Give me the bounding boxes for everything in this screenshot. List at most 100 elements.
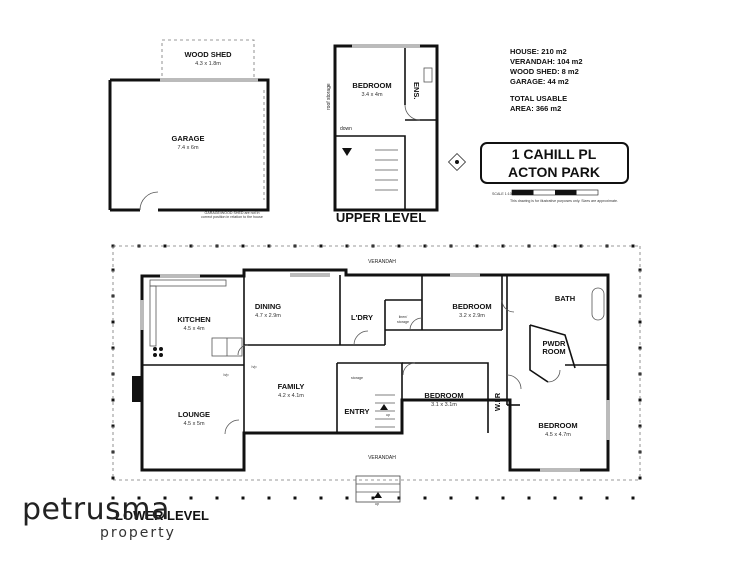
- bedroom-2-name: BEDROOM: [424, 391, 463, 400]
- brand-logo: petrusma: [22, 492, 170, 527]
- verandah-post: [501, 496, 505, 500]
- brand-subtitle: property: [100, 525, 176, 541]
- bedroom-3-dim: 4.5 x 4.7m: [545, 432, 571, 438]
- scale-label: SCALE 1:100: [492, 192, 514, 196]
- lower-level: up: [111, 244, 642, 523]
- verandah-post: [631, 496, 635, 500]
- verandah-post: [163, 244, 167, 248]
- verandah-post: [449, 496, 453, 500]
- garage-name: GARAGE: [172, 134, 205, 143]
- verandah-post: [553, 496, 557, 500]
- hp-label: h/p: [252, 365, 257, 369]
- verandah-posts: [111, 244, 642, 500]
- verandah-post: [527, 496, 531, 500]
- lower-level-title: LOWER LEVEL: [115, 508, 209, 523]
- garage-dim: 7.4 x 6m: [177, 145, 199, 151]
- verandah-post: [579, 496, 583, 500]
- garage-note-1: GARAGE/WOOD SHED are not in: [205, 211, 260, 215]
- cooktop-icon: [153, 347, 163, 357]
- verandah-post: [215, 496, 219, 500]
- verandah-post: [475, 244, 479, 248]
- wood-shed-name: WOOD SHED: [184, 50, 232, 59]
- upper-bedroom-dim: 3.4 x 4m: [361, 92, 383, 98]
- verandah-post: [423, 496, 427, 500]
- bathtub: [591, 287, 605, 321]
- stairs-up-arrow-icon: [380, 404, 388, 410]
- pwdr-name-2: ROOM: [542, 347, 565, 356]
- dining-name: DINING: [255, 302, 281, 311]
- garage-note-2: correct position in relation to the hous…: [201, 215, 263, 219]
- stairs-upper: [375, 149, 398, 191]
- address-line-2: ACTON PARK: [508, 164, 600, 180]
- wood-shed: WOOD SHED 4.3 x 1.8m: [161, 39, 255, 81]
- area-summary: HOUSE: 210 m2 VERANDAH: 104 m2 WOOD SHED…: [510, 47, 583, 113]
- verandah-top-label: VERANDAH: [368, 259, 396, 265]
- scale-bar: SCALE 1:100 This drawing is for illustra…: [492, 189, 618, 203]
- stairs-lower: [375, 394, 395, 428]
- verandah-post: [163, 496, 167, 500]
- area-wood-shed: WOOD SHED: 8 m2: [510, 67, 579, 76]
- linen-label-1: linen/: [399, 315, 408, 319]
- address-line-1: 1 CAHILL PL: [512, 146, 597, 162]
- entry-up-arrow-icon: [374, 492, 382, 498]
- family-name: FAMILY: [278, 382, 305, 391]
- area-total-2: AREA: 366 m2: [510, 104, 561, 113]
- verandah-bottom-label: VERANDAH: [368, 455, 396, 461]
- address-box: 1 CAHILL PL ACTON PARK: [480, 142, 629, 184]
- bath-name: BATH: [555, 294, 575, 303]
- verandah-post: [345, 496, 349, 500]
- verandah-post: [111, 320, 115, 324]
- verandah-post: [189, 496, 193, 500]
- area-house: HOUSE: 210 m2: [510, 47, 567, 56]
- wir-label: W.I.R: [493, 392, 502, 411]
- storage-label: storage: [351, 376, 363, 380]
- bedroom-2-dim: 3.1 x 3.1m: [431, 402, 457, 408]
- entry-name: ENTRY: [344, 407, 369, 416]
- verandah-post: [631, 244, 635, 248]
- verandah-post: [137, 496, 141, 500]
- upper-level: down roof storage BEDROOM 3.4 x 4m ENS. …: [326, 44, 439, 225]
- verandah-post: [397, 244, 401, 248]
- bedroom-1-name: BEDROOM: [452, 302, 491, 311]
- pwdr-name-1: PWDR: [543, 339, 566, 348]
- bedroom-1-dim: 3.2 x 2.9m: [459, 313, 485, 319]
- dining-dim: 4.7 x 2.9m: [255, 313, 281, 319]
- verandah-post: [319, 244, 323, 248]
- fireplace: [132, 376, 142, 402]
- laundry-name: L'DRY: [351, 313, 373, 322]
- verandah-post: [638, 476, 642, 480]
- wood-shed-dim: 4.3 x 1.8m: [195, 61, 221, 67]
- verandah-post: [241, 496, 245, 500]
- bkp-label: b/p: [224, 373, 229, 377]
- down-label: down: [340, 126, 352, 132]
- upper-bedroom-name: BEDROOM: [352, 81, 391, 90]
- upper-level-title: UPPER LEVEL: [336, 210, 426, 225]
- compass-icon: [447, 152, 467, 172]
- verandah-post: [293, 496, 297, 500]
- verandah-post: [111, 476, 115, 480]
- linen-label-2: storage: [397, 320, 409, 324]
- lounge-name: LOUNGE: [178, 410, 210, 419]
- bedroom-3-name: BEDROOM: [538, 421, 577, 430]
- ens-label: ENS.: [412, 82, 421, 100]
- lounge-dim: 4.5 x 5m: [183, 421, 205, 427]
- verandah-post: [111, 398, 115, 402]
- verandah-post: [319, 496, 323, 500]
- roof-storage-label: roof storage: [326, 83, 332, 110]
- steps-up-label: up: [375, 502, 379, 506]
- area-verandah: VERANDAH: 104 m2: [510, 57, 583, 66]
- family-dim: 4.2 x 4.1m: [278, 393, 304, 399]
- garage: GARAGE 7.4 x 6m GARAGE/WOOD SHED are not…: [108, 78, 270, 219]
- verandah-post: [241, 244, 245, 248]
- verandah-post: [397, 496, 401, 500]
- verandah-post: [553, 244, 557, 248]
- verandah-post: [267, 496, 271, 500]
- area-total-1: TOTAL USABLE: [510, 94, 567, 103]
- area-garage: GARAGE: 44 m2: [510, 77, 569, 86]
- scale-disclaimer: This drawing is for illustrative purpose…: [510, 199, 618, 203]
- kitchen-name: KITCHEN: [177, 315, 210, 324]
- verandah-post: [111, 496, 115, 500]
- down-arrow-icon: [342, 148, 352, 156]
- verandah-post: [371, 496, 375, 500]
